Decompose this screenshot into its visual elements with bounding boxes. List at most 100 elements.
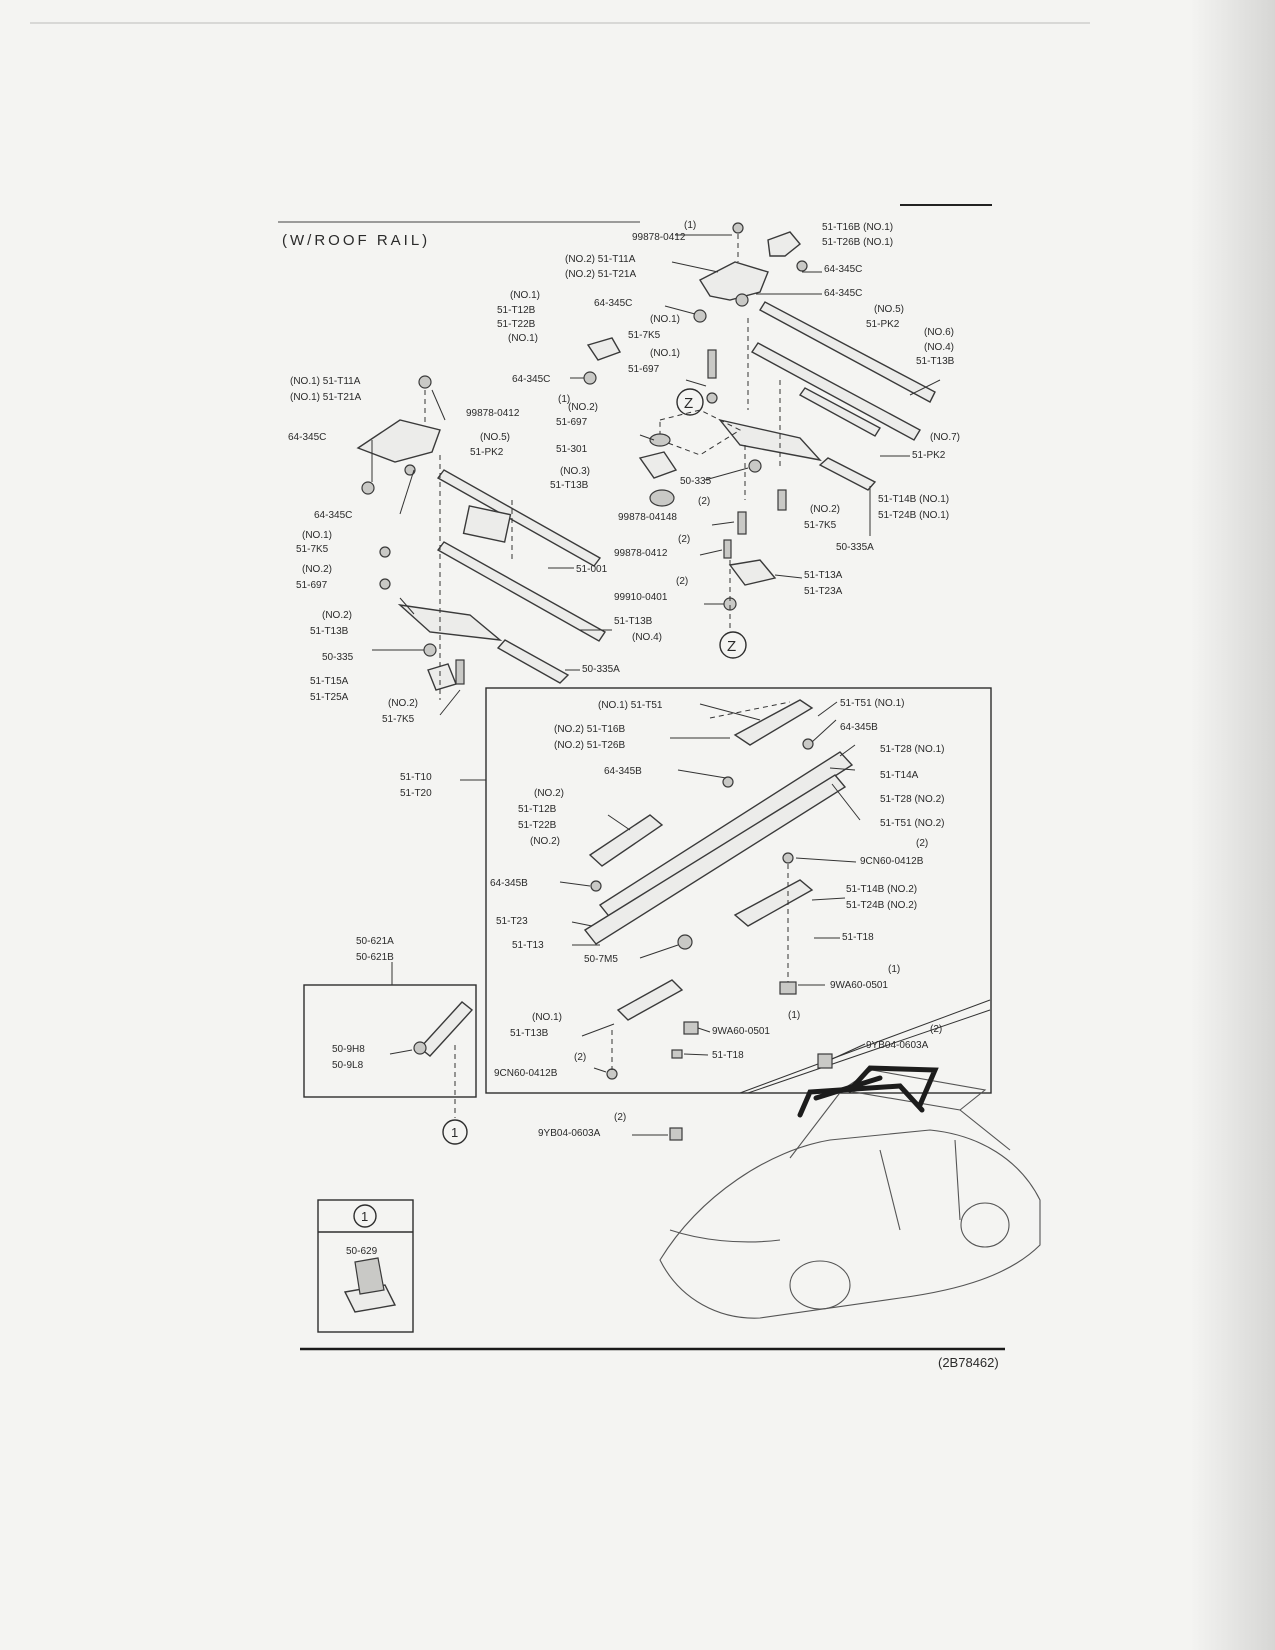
label-no1-697: (NO.1) [650,348,680,359]
label-no1-51-t51: (NO.1) 51-T51 [598,700,663,711]
rail-assembly-frame [485,687,992,1094]
clip-64-345c-top [796,260,808,272]
cover-strip [418,1001,474,1057]
label-99878-0412-mid: 99878-0412 [466,408,520,419]
clip-64-345b-c [590,880,602,892]
label-51-7k5-bottom: 51-7K5 [382,714,415,725]
label-51-301: 51-301 [556,444,588,455]
rear-wheel [960,1202,1010,1248]
rail-assembly-box [485,687,992,1094]
label-51-t13b-no1: 51-T13B [510,1028,549,1039]
label-50-621b: 50-621B [356,952,394,963]
label-no4-right: (NO.4) [924,342,954,353]
legend-frame [317,1199,414,1333]
callout-circle-1-text: 1 [451,1125,458,1140]
rail-bar-51-t13b-right [750,342,921,441]
panel-51-001 [462,505,512,543]
label-no2-51-t11a: (NO.2) 51-T11A [565,254,636,265]
screw-9cn60-0412b-a [782,852,794,864]
label-50-629: 50-629 [346,1246,378,1257]
clip-64-345b-a [802,738,814,750]
label-51-t18-a: 51-T18 [842,932,874,943]
label-51-t18-b: 51-T18 [712,1050,744,1061]
rail-pad-51-pk2-left [436,469,602,567]
clip-64-345c-left-b [404,464,416,476]
label-50-335a-right: 50-335A [836,542,874,553]
label-51-t14b-no1: 51-T14B (NO.1) [878,494,949,505]
label-no5-pk2-right: (NO.5) [874,304,904,315]
label-qty-2-b: (2) [698,496,710,507]
label-64-345b-c: 64-345B [490,878,528,889]
page-top-rule [30,22,1090,24]
label-99878-0412-top: 99878-0412 [632,232,686,243]
nut-9yb04-0603a-a [817,1053,833,1069]
grommet-51-301 [638,451,678,479]
bolt-51-7k5-left [379,546,391,558]
label-no2-7k5-right: (NO.2) [810,504,840,515]
label-50-621a: 50-621A [356,936,394,947]
clip-51-t18-b [671,1049,683,1059]
label-51-t23a: 51-T23A [804,586,843,597]
label-qty-2-e: (2) [916,838,928,849]
label-51-t14b-no2: 51-T14B (NO.2) [846,884,917,895]
bolt-51-7k5-right [777,489,787,511]
label-no1-t13b: (NO.1) [532,1012,562,1023]
label-no2-51-t21a: (NO.2) 51-T21A [565,269,636,280]
label-50-335-left: 50-335 [322,652,354,663]
washer-51-697-left [379,578,391,590]
clip-64-345b-b [722,776,734,788]
label-51-t13b-right: 51-T13B [916,356,955,367]
cover-screw [413,1041,427,1055]
label-9wa60-0501-b: 9WA60-0501 [712,1026,770,1037]
bracket-51-t13b-no2 [397,603,503,641]
label-51-697-left: 51-697 [296,580,328,591]
bolt-99878-0412-low [723,539,732,559]
cover-assembly-frame [303,984,477,1098]
detail-z-letter-top: Z [684,395,693,412]
front-wheel [789,1260,851,1310]
bolt-51-7k5-bottom [455,659,465,685]
cap-51-t16b-no2 [733,699,814,746]
cover-assembly-box: 1 [303,984,477,1145]
label-99910-0401: 99910-0401 [614,592,668,603]
label-9wa60-0501-a: 9WA60-0501 [830,980,888,991]
label-no2-t22b-tail: (NO.2) [530,836,560,847]
nut-9wa60-0501-b [683,1021,699,1035]
label-no2-697-left: (NO.2) [302,564,332,575]
pad-51-t14b-no2 [733,879,814,927]
label-51-697-a: 51-697 [628,364,660,375]
leader-lines [371,234,941,1136]
label-no5-pk2-left: (NO.5) [480,432,510,443]
diagram-title: (W/ROOF RAIL) [282,232,430,249]
label-50-7m5: 50-7M5 [584,954,618,965]
legend-circle-1-text: 1 [361,1209,368,1224]
label-51-t12b-a: 51-T12B [497,305,536,316]
label-no1-7k5: (NO.1) [650,314,680,325]
detail-z-letter-bottom: Z [727,638,736,655]
label-51-t22b-a: 51-T22B [497,319,536,330]
label-51-t24b-no2: 51-T24B (NO.2) [846,900,917,911]
clip-50-7m5 [677,934,693,950]
label-qty-1-b: (1) [558,394,570,405]
block-51-t12b-no1 [586,337,622,361]
cap-51-t12b-no2 [588,814,664,867]
rail-bar-51-t13b-left [436,541,607,642]
label-no4-left: (NO.4) [632,632,662,643]
clip-64-345c-c [583,371,597,385]
screw-9cn60-0412b-b [606,1068,618,1080]
pad-51-t13b-no1 [616,979,684,1021]
label-64-345c-c: 64-345C [594,298,632,309]
clip-64-345c-right [693,309,707,323]
label-no1-t12b-head: (NO.1) [510,290,540,301]
rail-51-t23 [583,774,847,945]
end-cap-front-small [767,231,801,257]
clip-64-345c-right-2 [735,293,749,307]
label-51-t13b-no3: 51-T13B [550,480,589,491]
label-9cn60-0412b-a: 9CN60-0412B [860,856,924,867]
label-qty-2-h: (2) [614,1112,626,1123]
rail-bar-inner [798,387,881,437]
label-99878-04148: 99878-04148 [618,512,677,523]
label-51-t51-no1: 51-T51 (NO.1) [840,698,904,709]
label-51-697-b: 51-697 [556,417,588,428]
washer-51-697-no1 [706,392,718,404]
